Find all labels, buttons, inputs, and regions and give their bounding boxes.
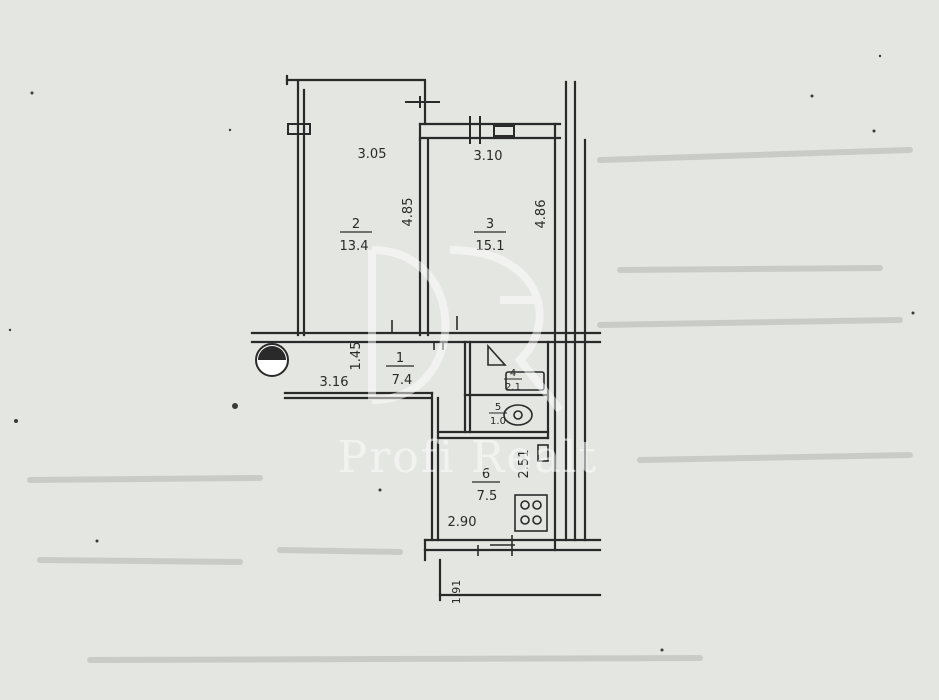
kitchen-sink-icon bbox=[537, 444, 549, 462]
room-5-number: 5 bbox=[495, 402, 501, 413]
dim-room2-width: 3.05 bbox=[358, 147, 387, 162]
dim-kitchen-width: 2.90 bbox=[448, 515, 477, 530]
bath-fixtures bbox=[487, 343, 549, 532]
sink-icon bbox=[503, 404, 533, 426]
room-1-number: 1 bbox=[396, 351, 404, 366]
dimension-labels: 3.05 3.10 4.85 4.86 1.45 3.16 2.51 2.90 … bbox=[320, 147, 549, 604]
dim-room2-length: 4.85 bbox=[401, 198, 416, 227]
room-2-number: 2 bbox=[352, 217, 360, 232]
dim-hall-width: 3.16 bbox=[320, 375, 349, 390]
room-labels: 2 13.4 3 15.1 1 7.4 4 2.1 5 1.0 6 7.5 bbox=[340, 217, 522, 504]
windows bbox=[287, 96, 515, 144]
dim-lower-length: 1.91 bbox=[450, 580, 463, 605]
dim-room3-width: 3.10 bbox=[474, 149, 503, 164]
room-6-number: 6 bbox=[482, 467, 490, 482]
room-1-area: 7.4 bbox=[392, 373, 413, 388]
dim-kitchen-length: 2.51 bbox=[517, 450, 532, 479]
watermark-text: Profi Realt bbox=[338, 432, 599, 483]
faded-background-lines bbox=[27, 147, 913, 663]
dim-hall-depth: 1.45 bbox=[349, 342, 364, 371]
room-4-number: 4 bbox=[510, 368, 516, 379]
room-4-area: 2.1 bbox=[505, 382, 521, 393]
room-2-area: 13.4 bbox=[340, 239, 369, 254]
room-5-area: 1.0 bbox=[490, 416, 506, 427]
watermark-logo-icon bbox=[368, 246, 564, 413]
paper-specks bbox=[8, 54, 915, 652]
dim-room3-length: 4.86 bbox=[534, 200, 549, 229]
room-6-area: 7.5 bbox=[477, 489, 498, 504]
room-3-number: 3 bbox=[486, 217, 494, 232]
stove-icon bbox=[514, 494, 548, 532]
bathtub-icon bbox=[487, 343, 507, 366]
round-column bbox=[255, 343, 289, 377]
watermark: Profi Realt bbox=[338, 246, 599, 483]
